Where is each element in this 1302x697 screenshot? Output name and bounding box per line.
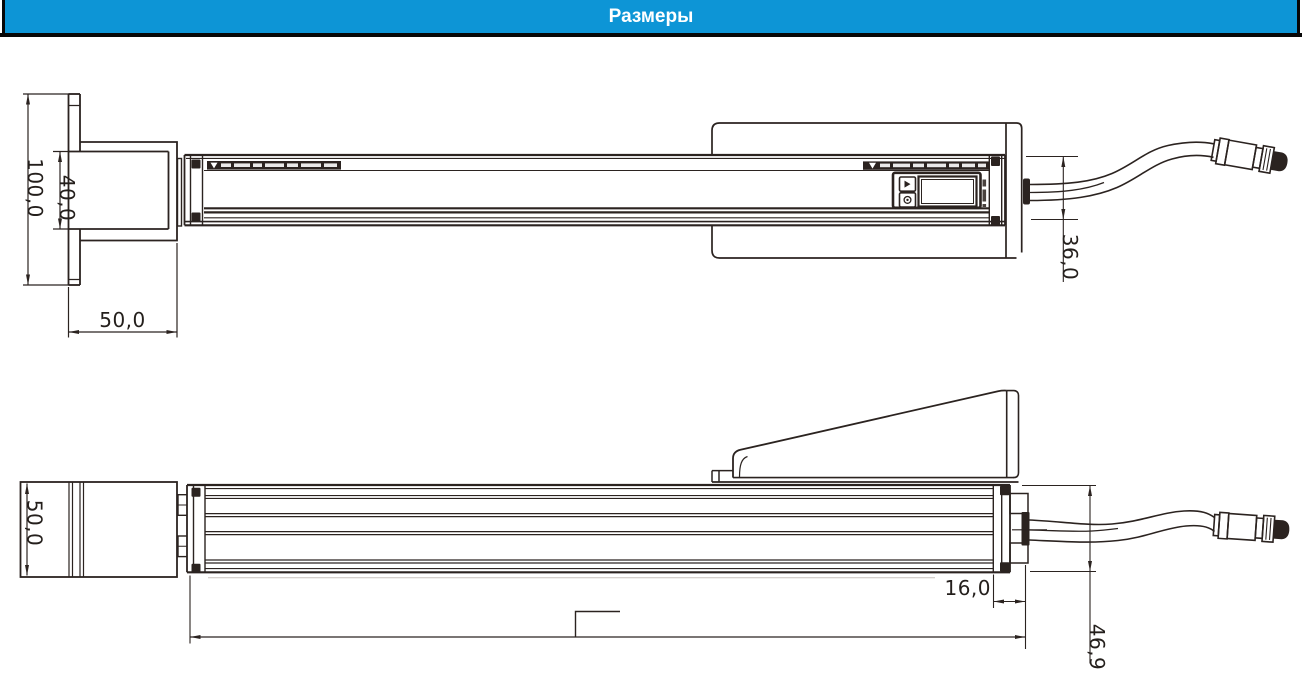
cable-side	[1029, 141, 1214, 202]
brand-text-marks	[982, 179, 987, 207]
dim-label-slot-height: 40,0	[55, 175, 79, 222]
top-view: 50,0	[19, 389, 1290, 671]
dimension-body-height: 36,0	[1026, 155, 1082, 282]
dim-label-body-height: 36,0	[1058, 234, 1082, 281]
mounting-plate-side	[711, 122, 1023, 259]
bracket-side	[67, 93, 178, 286]
dimension-slot-height: 40,0	[53, 150, 79, 230]
dimension-bracket-height: 100,0	[23, 93, 80, 286]
module-button-set	[898, 192, 917, 208]
dimension-overall-length	[189, 575, 1026, 644]
side-view: 100,0 40,0 50,0	[23, 93, 1288, 338]
dim-label-overall-height: 46,9	[1085, 624, 1109, 671]
play-icon	[904, 180, 911, 188]
header-background	[5, 0, 1297, 33]
cable-top	[1029, 510, 1216, 543]
mounting-plate-top	[711, 389, 1020, 483]
warning-triangle-icon	[869, 162, 876, 169]
length-placeholder-mark	[574, 610, 620, 637]
cable-gland-side	[1023, 178, 1030, 205]
display-window	[917, 175, 978, 208]
section-title: Размеры	[608, 6, 694, 27]
device-body-top	[186, 483, 1011, 579]
connector-block-top	[1009, 492, 1047, 564]
warning-label-strip-right	[863, 161, 989, 170]
dimension-bracket-depth: 50,0	[67, 243, 178, 338]
bracket-coupler	[176, 157, 183, 227]
warning-triangle-icon	[210, 162, 218, 169]
dim-label-connector-offset: 16,0	[944, 576, 991, 600]
header-right-border	[1297, 0, 1300, 37]
module-button-up	[898, 176, 917, 192]
dim-label-bracket-width: 50,0	[23, 500, 47, 547]
header-left-border	[2, 0, 5, 37]
cable-connector-side	[1210, 137, 1288, 175]
display-module	[891, 171, 987, 210]
dim-label-bracket-depth: 50,0	[99, 308, 146, 332]
section-header: Размеры	[0, 0, 1302, 37]
dimension-bracket-width: 50,0	[23, 483, 47, 576]
warning-label-strip-left	[207, 161, 341, 170]
dimension-connector-offset: 16,0	[944, 565, 1027, 649]
cable-connector-top	[1212, 511, 1290, 544]
plate-bent-edge-side	[1005, 123, 1023, 258]
dimension-overall-height: 46,9	[1022, 484, 1109, 671]
dim-label-bracket-height: 100,0	[23, 158, 47, 218]
header-underline	[0, 33, 1302, 37]
bracket-top	[19, 481, 178, 578]
target-icon	[903, 195, 912, 204]
